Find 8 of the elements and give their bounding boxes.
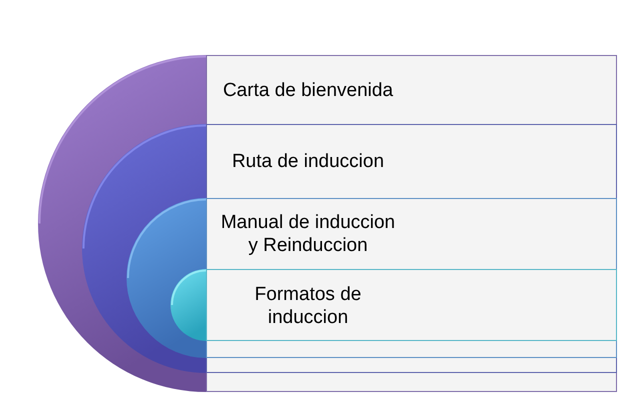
list-band bbox=[206, 124, 617, 373]
list-band bbox=[206, 269, 617, 341]
list-band bbox=[206, 55, 617, 392]
list-band bbox=[206, 198, 617, 358]
item-label: Formatos de induccion bbox=[254, 282, 362, 328]
item-label: Carta de bienvenida bbox=[222, 78, 394, 102]
item-label: Ruta de induccion bbox=[232, 150, 384, 173]
item-label: Manual de induccion y Reinduccion bbox=[220, 211, 396, 257]
